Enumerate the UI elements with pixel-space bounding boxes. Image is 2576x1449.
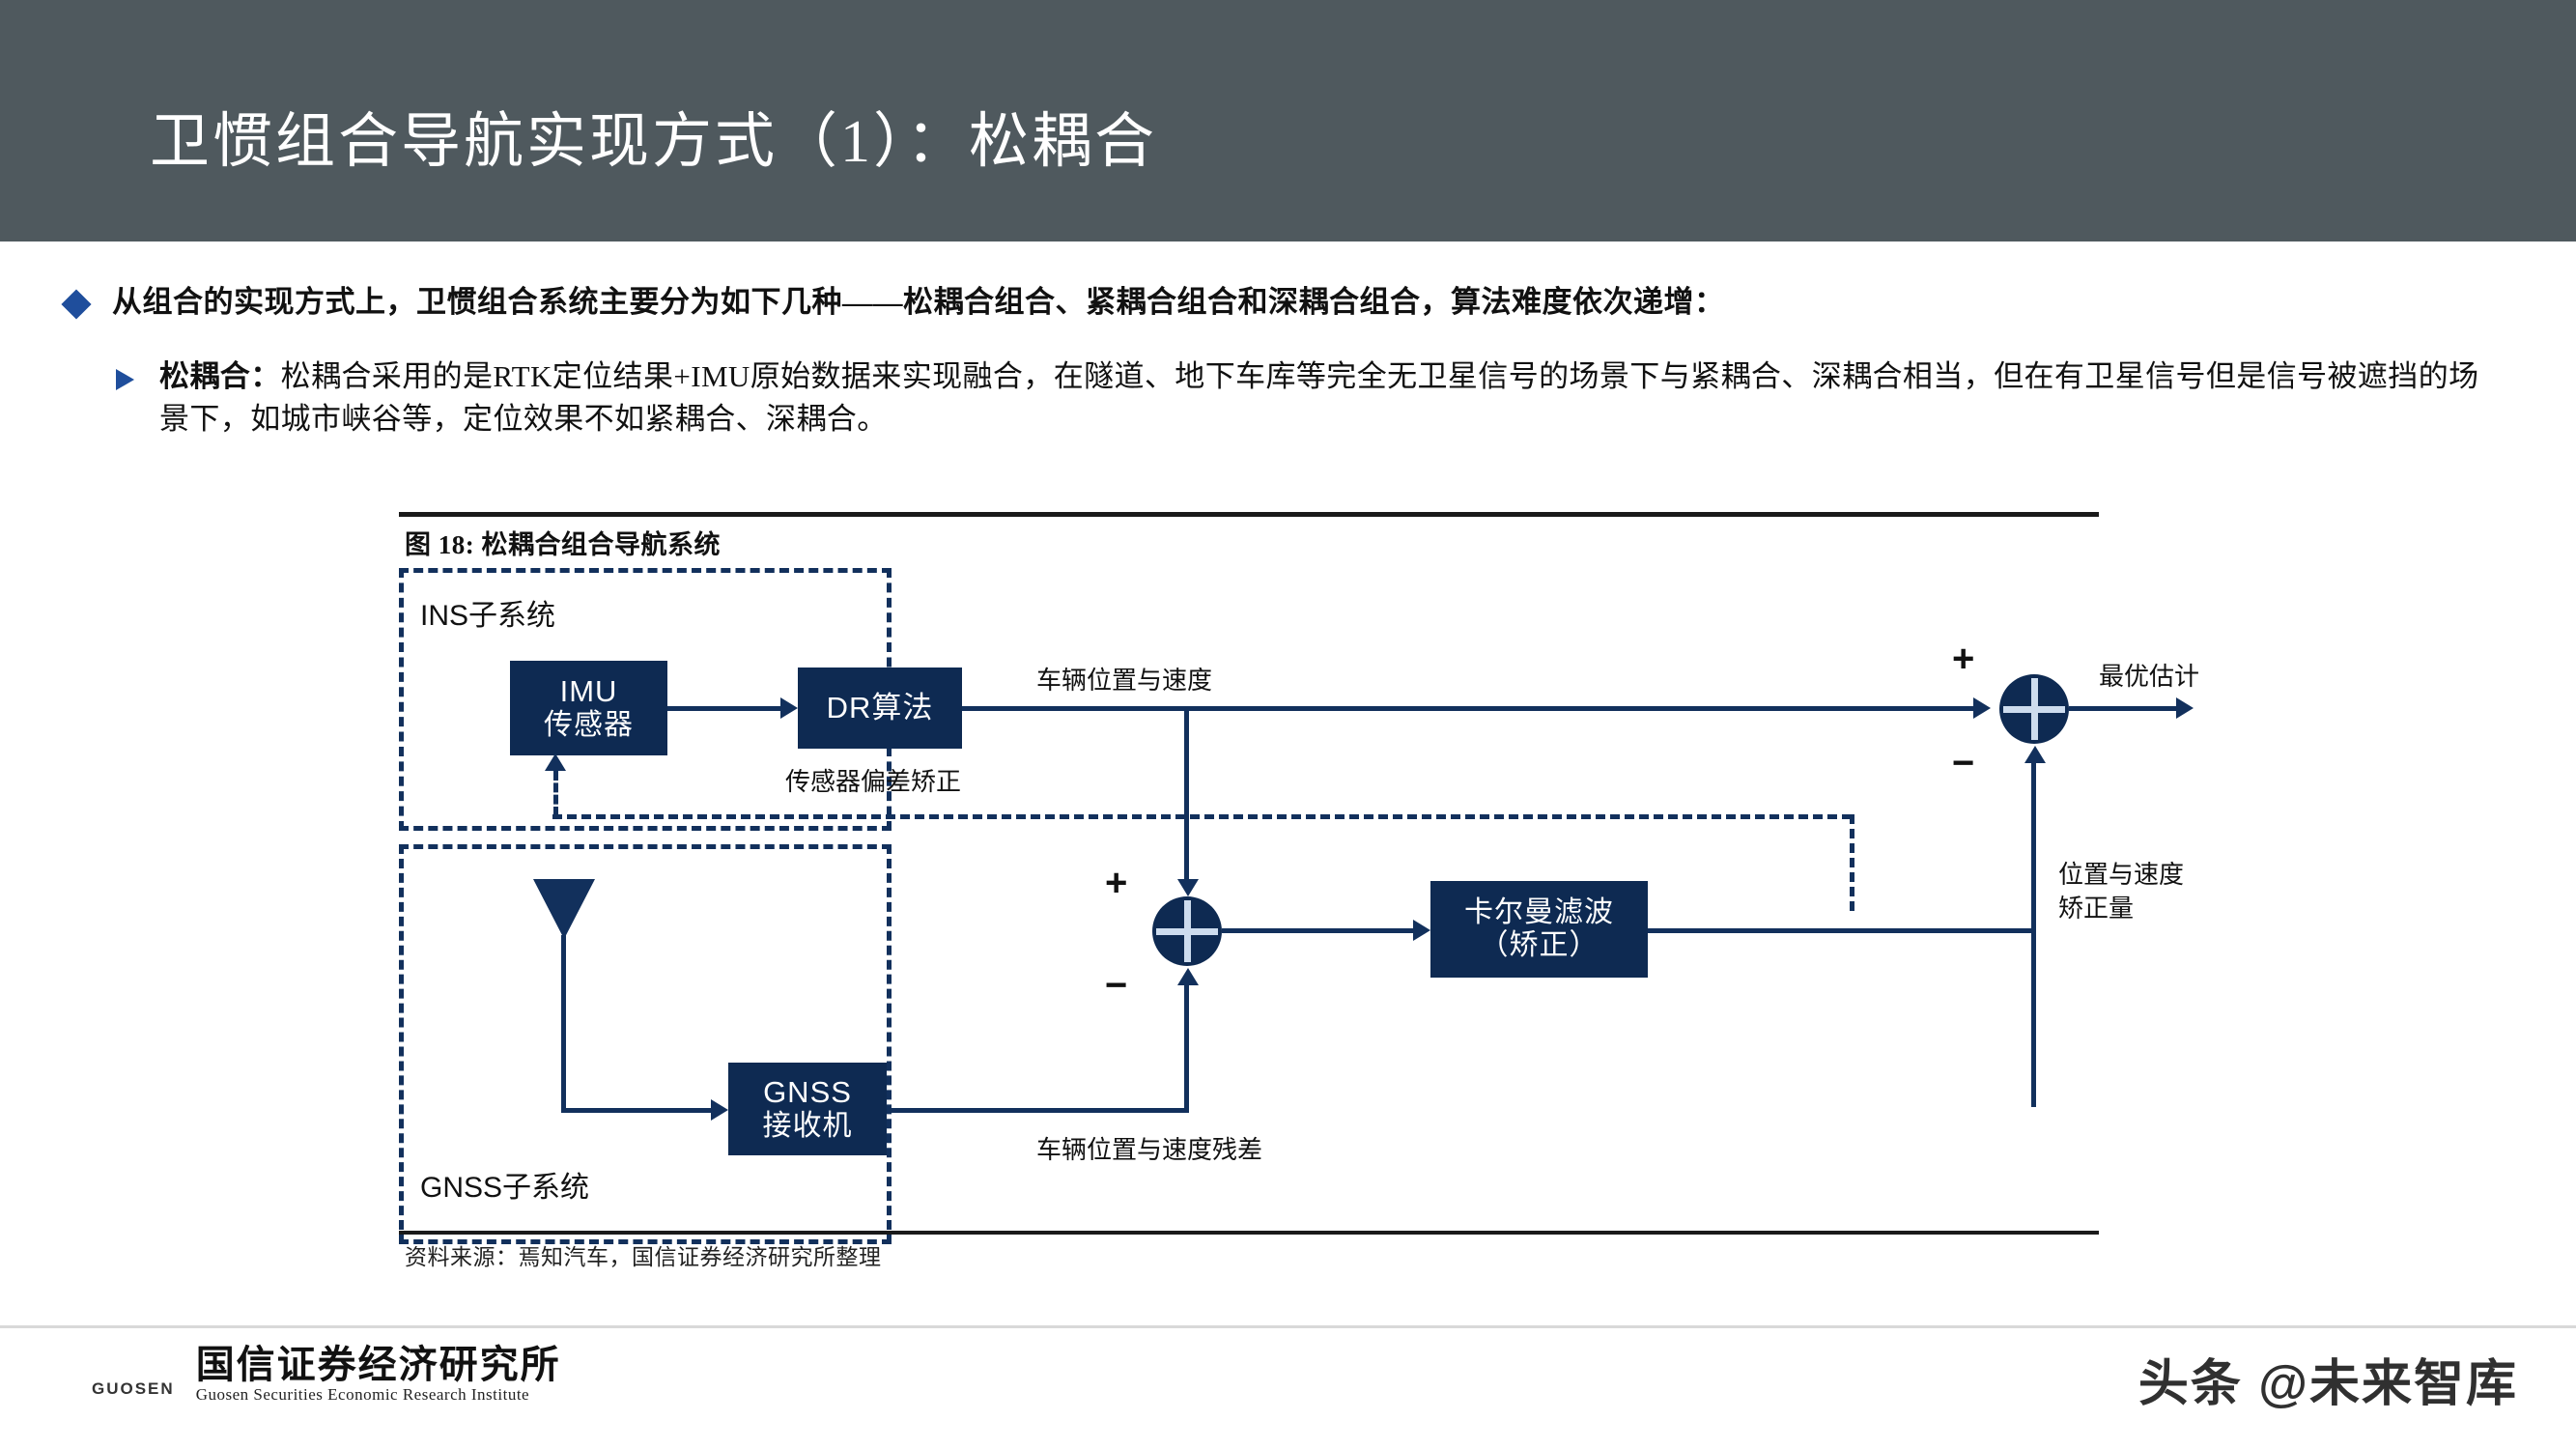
- label-pos-vel-correction-line1: 位置与速度: [2058, 861, 2185, 889]
- block-gnss-receiver: GNSS 接收机: [728, 1063, 887, 1155]
- bullet-secondary-body: 松耦合采用的是RTK定位结果+IMU原始数据来实现融合，在隧道、地下车库等完全无…: [159, 359, 2479, 437]
- line-sensor-bias-horizontal: [552, 814, 1852, 819]
- label-vehicle-pos-vel-residual: 车辆位置与速度残差: [1036, 1136, 1263, 1164]
- block-imu-sensor: IMU 传感器: [510, 661, 667, 755]
- figure-bottom-rule: [399, 1231, 2099, 1235]
- line-dr-to-top-sum: [962, 706, 1986, 711]
- line-gnss-out: [887, 1108, 1189, 1113]
- bullet-secondary: 松耦合：松耦合采用的是RTK定位结果+IMU原始数据来实现融合，在隧道、地下车库…: [116, 355, 2502, 440]
- arrow-sensor-bias-into-imu: [545, 753, 566, 771]
- guosen-logo-text: 国信证券经济研究所 Guosen Securities Economic Res…: [196, 1345, 561, 1405]
- arrow-into-kalman: [1413, 920, 1430, 941]
- summation-node-top: [1999, 674, 2069, 744]
- diamond-bullet-icon: [61, 289, 92, 320]
- line-sum-to-kalman: [1222, 928, 1426, 933]
- figure-source: 资料来源：焉知汽车，国信证券经济研究所整理: [405, 1245, 882, 1269]
- line-imu-to-dr: [667, 706, 783, 711]
- ins-subsystem-label: INS子系统: [420, 600, 556, 632]
- label-sensor-bias: 传感器偏差矫正: [785, 768, 962, 796]
- arrow-gnss-into-mid-sum: [1177, 968, 1199, 985]
- bullet-primary: 从组合的实现方式上，卫惯组合系统主要分为如下几种——松耦合组合、紧耦合组合和深耦…: [61, 282, 2519, 323]
- gnss-antenna-icon: [533, 879, 595, 939]
- guosen-logo: GUOSEN 国信证券经济研究所 Guosen Securities Econo…: [92, 1345, 561, 1405]
- block-imu-sensor-line2: 传感器: [544, 708, 634, 741]
- gnss-subsystem-label: GNSS子系统: [420, 1172, 590, 1204]
- watermark: 头条 @未来智库: [2137, 1356, 2518, 1412]
- sign-plus-middle: +: [1105, 862, 1128, 904]
- gnss-subsystem-box: [399, 844, 892, 1244]
- arrow-imu-to-dr: [780, 697, 798, 719]
- block-kalman-filter-line1: 卡尔曼滤波: [1464, 895, 1614, 928]
- guosen-logo-en: Guosen Securities Economic Research Inst…: [195, 1385, 530, 1404]
- block-kalman-filter-line2: （矫正）: [1479, 929, 1599, 961]
- footer-divider: [0, 1325, 2576, 1328]
- block-dr-algorithm: DR算法: [798, 668, 962, 749]
- block-imu-sensor-line1: IMU: [559, 673, 618, 708]
- line-sensor-bias-vertical-right: [1850, 814, 1854, 911]
- arrow-ins-into-mid-sum: [1177, 879, 1199, 896]
- arrow-correction-up: [2024, 746, 2046, 763]
- line-kalman-out: [1648, 928, 2034, 933]
- line-optimal-estimate: [2069, 706, 2183, 711]
- page-title: 卫惯组合导航实现方式（1）：松耦合: [150, 109, 1158, 175]
- label-optimal-estimate: 最优估计: [2099, 663, 2200, 691]
- sign-plus-top: +: [1952, 638, 1975, 680]
- block-gnss-receiver-line2: 接收机: [762, 1109, 853, 1142]
- triangle-bullet-icon: [116, 369, 134, 390]
- arrow-into-top-sum: [1973, 697, 1991, 719]
- sign-minus-middle: −: [1105, 964, 1128, 1007]
- line-correction-up: [2031, 761, 2036, 1107]
- sign-minus-top: −: [1952, 742, 1975, 784]
- guosen-logo-mark: GUOSEN: [92, 1379, 175, 1398]
- figure-caption: 图 18: 松耦合组合导航系统: [405, 530, 721, 559]
- block-gnss-receiver-line1: GNSS: [763, 1074, 852, 1109]
- line-gnss-up-to-sum: [1184, 983, 1189, 1111]
- summation-node-middle: [1152, 896, 1222, 966]
- line-ins-branch-down: [1184, 706, 1189, 887]
- label-pos-vel-correction: 位置与速度 矫正量: [2058, 858, 2184, 925]
- block-kalman-filter: 卡尔曼滤波 （矫正）: [1430, 881, 1648, 978]
- line-antenna-to-receiver: [561, 1108, 716, 1113]
- figure-top-rule: [399, 512, 2099, 517]
- bullet-secondary-text: 松耦合：松耦合采用的是RTK定位结果+IMU原始数据来实现融合，在隧道、地下车库…: [159, 355, 2502, 440]
- arrow-optimal-estimate: [2176, 697, 2194, 719]
- arrow-into-gnss-receiver: [711, 1099, 728, 1121]
- block-dr-algorithm-line1: DR算法: [826, 691, 934, 725]
- figure-block: 图 18: 松耦合组合导航系统 INS子系统 GNSS子系统 IMU 传感器 D…: [399, 512, 2199, 1285]
- line-sensor-bias-vertical-left: [553, 771, 558, 816]
- page-header: 卫惯组合导航实现方式（1）：松耦合: [0, 0, 2576, 242]
- label-pos-vel-correction-line2: 矫正量: [2058, 895, 2135, 923]
- guosen-logo-cn: 国信证券经济研究所: [195, 1343, 561, 1386]
- diagram-canvas: INS子系统 GNSS子系统 IMU 传感器 DR算法 车辆位置与速度 + − …: [399, 568, 2199, 1244]
- bullet-secondary-lead: 松耦合：: [159, 359, 281, 393]
- line-antenna-down: [561, 935, 566, 1113]
- label-vehicle-pos-vel: 车辆位置与速度: [1036, 667, 1213, 695]
- bullet-primary-text: 从组合的实现方式上，卫惯组合系统主要分为如下几种——松耦合组合、紧耦合组合和深耦…: [112, 285, 1725, 319]
